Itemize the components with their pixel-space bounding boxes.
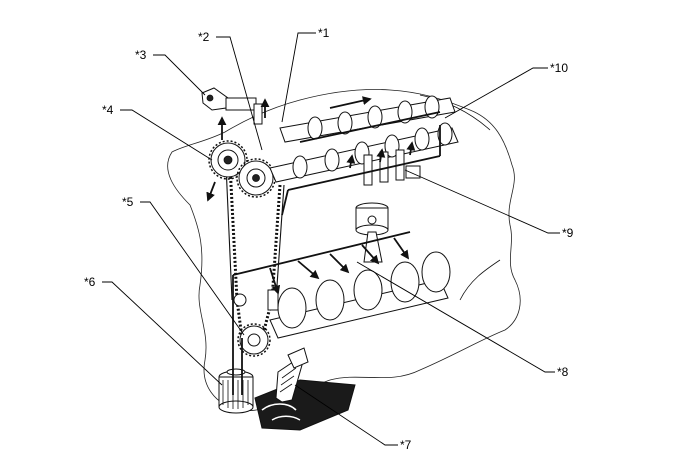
leader-5: [140, 201, 245, 336]
oil-flow-lines: [206, 96, 441, 395]
callout-7: *7: [400, 438, 412, 452]
leader-2: [216, 36, 263, 151]
crankshaft: [269, 251, 451, 339]
leader-7: [294, 384, 398, 446]
callout-3: *3: [135, 48, 147, 62]
leader-4: [120, 109, 213, 161]
callout-4: *4: [102, 103, 114, 117]
oil-strainer: [275, 347, 309, 403]
callout-8: *8: [557, 365, 569, 379]
engine-block-outline: [167, 89, 521, 412]
leader-8: [356, 261, 555, 373]
leader-10: [444, 67, 548, 119]
oil-filter: [218, 368, 254, 414]
callout-labels: *1 *2 *3 *4 *5 *6 *7 *8 *9 *10: [84, 26, 574, 452]
piston: [355, 202, 389, 263]
leader-3: [153, 54, 206, 96]
leader-6: [102, 281, 223, 386]
leader-1: [281, 32, 316, 123]
callout-2: *2: [198, 30, 210, 44]
callout-6: *6: [84, 275, 96, 289]
intake-vvt-sprocket: [208, 140, 248, 180]
leader-lines: [102, 32, 560, 446]
exhaust-vvt-sprocket: [236, 158, 276, 198]
callout-1: *1: [318, 26, 330, 40]
timing-chain: [225, 164, 285, 339]
leader-9: [404, 169, 560, 234]
callout-5: *5: [122, 195, 134, 209]
callout-9: *9: [562, 226, 574, 240]
callout-10: *10: [550, 61, 568, 75]
